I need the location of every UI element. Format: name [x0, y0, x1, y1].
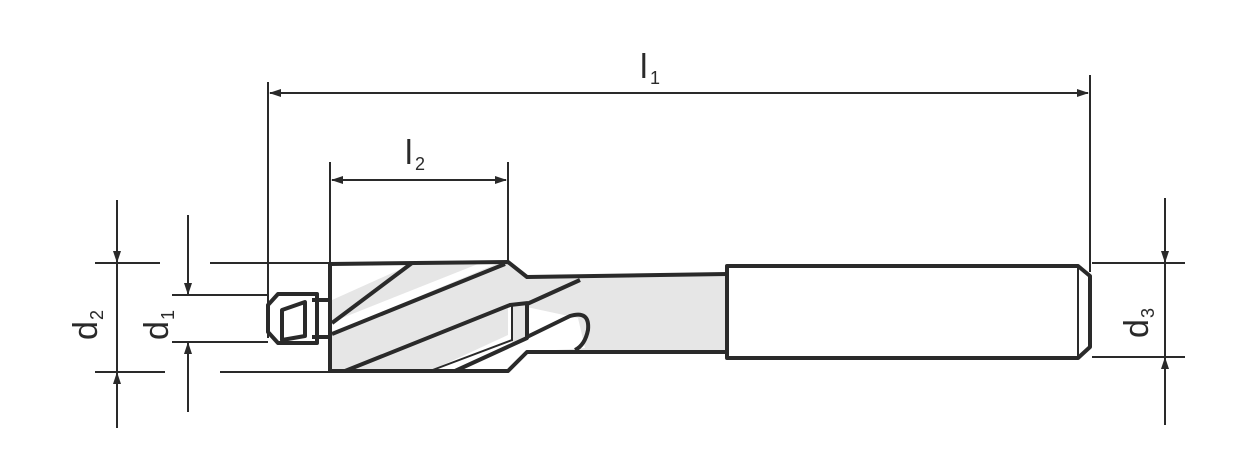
l2-subscript: 2	[415, 154, 425, 174]
l1-label: l	[640, 48, 648, 86]
d3-subscript: 3	[1138, 308, 1158, 318]
tool-body	[266, 260, 1092, 373]
l1-subscript: 1	[650, 68, 660, 88]
dimension-d2: d 2	[67, 200, 121, 428]
d2-label: d	[67, 321, 105, 340]
dimension-d3: d 3	[1118, 198, 1169, 425]
extension-lines	[95, 75, 1185, 373]
d1-label: d	[138, 321, 176, 340]
dimension-l1: l 1	[269, 48, 1089, 97]
dimension-l2: l 2	[331, 134, 507, 184]
dimension-d1: d 1	[138, 215, 192, 412]
d3-label: d	[1118, 319, 1156, 338]
d1-subscript: 1	[158, 310, 178, 320]
l2-label: l	[405, 134, 413, 172]
d2-subscript: 2	[87, 310, 107, 320]
